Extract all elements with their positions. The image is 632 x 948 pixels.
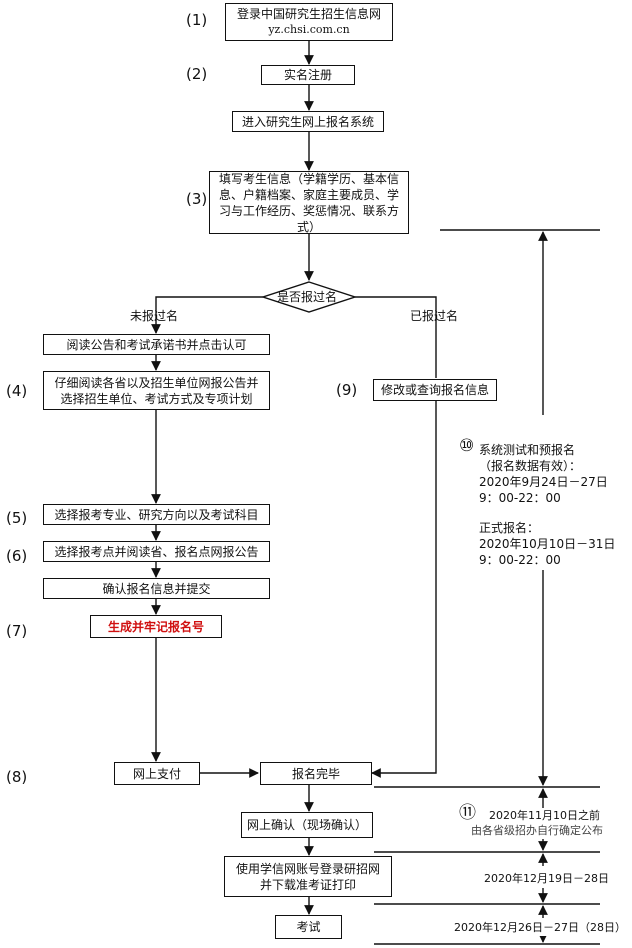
read-provinces-box: 仔细阅读各省以及招生单位网报公告并选择招生单位、考试方式及专项计划 xyxy=(43,371,270,410)
online-confirm-label: 网上确认（现场确认） xyxy=(246,818,367,832)
login-url: yz.chsi.com.cn xyxy=(268,23,350,36)
step-number-9: (9) xyxy=(336,381,358,399)
enter-system-box: 进入研究生网上报名系统 xyxy=(232,111,384,132)
ticket-date: 2020年12月19日－28日 xyxy=(484,871,609,887)
pay-online-label: 网上支付 xyxy=(132,766,181,781)
confirm-submit-label: 确认报名信息并提交 xyxy=(102,581,211,596)
step-number-10: ⑩ xyxy=(459,436,475,456)
login-box: 登录中国研究生招生信息网 yz.chsi.com.cn xyxy=(225,3,393,41)
enter-system-label: 进入研究生网上报名系统 xyxy=(241,114,374,129)
done-label: 报名完毕 xyxy=(291,766,340,781)
step-number-11: ⑪ xyxy=(459,803,476,823)
formal-date: 2020年10月10日－31日 xyxy=(479,537,616,551)
exam-label: 考试 xyxy=(296,920,321,934)
select-major-box: 选择报考专业、研究方向以及考试科目 xyxy=(43,504,270,525)
select-site-label: 选择报考点并阅读省、报名点网报公告 xyxy=(54,544,259,559)
register-label: 实名注册 xyxy=(283,68,332,82)
fill-info-box: 填写考生信息（学籍学历、基本信息、户籍档案、家庭主要成员、学习与工作经历、奖惩情… xyxy=(209,171,409,234)
step-number-7: (7) xyxy=(6,622,28,640)
online-confirm-box: 网上确认（现场确认） xyxy=(241,812,373,838)
generate-number-box: 生成并牢记报名号 xyxy=(90,615,222,638)
fill-info-label: 填写考生信息（学籍学历、基本信息、户籍档案、家庭主要成员、学习与工作经历、奖惩情… xyxy=(218,171,399,234)
confirm-date: 2020年11月10日之前 xyxy=(489,808,600,824)
modify-info-box: 修改或查询报名信息 xyxy=(373,379,497,401)
test-date: 2020年9月24日－27日 xyxy=(479,475,608,489)
confirm-submit-box: 确认报名信息并提交 xyxy=(43,578,270,599)
test-title: 系统测试和预报名 xyxy=(479,443,576,457)
pay-online-box: 网上支付 xyxy=(114,762,200,785)
step-number-8: (8) xyxy=(6,768,28,786)
login-title: 登录中国研究生招生信息网 xyxy=(236,7,381,21)
branch-no-label: 未报过名 xyxy=(130,309,179,323)
read-notice-box: 阅读公告和考试承诺书并点击认可 xyxy=(43,334,270,355)
step-number-3: (3) xyxy=(186,190,208,208)
register-box: 实名注册 xyxy=(261,65,355,85)
select-major-label: 选择报考专业、研究方向以及考试科目 xyxy=(54,507,259,522)
step-number-1: (1) xyxy=(186,11,208,29)
confirm-note: 由各省级招办自行确定公布 xyxy=(471,823,603,839)
select-site-box: 选择报考点并阅读省、报名点网报公告 xyxy=(43,541,270,562)
generate-number-label: 生成并牢记报名号 xyxy=(107,619,204,634)
test-time: 9：00-22：00 xyxy=(479,491,561,505)
decision-label: 是否报过名 xyxy=(277,290,338,304)
formal-time: 9：00-22：00 xyxy=(479,553,561,567)
done-box: 报名完毕 xyxy=(260,762,372,785)
read-notice-label: 阅读公告和考试承诺书并点击认可 xyxy=(66,337,247,352)
exam-box: 考试 xyxy=(275,915,342,939)
step-number-6: (6) xyxy=(6,547,28,565)
step-number-5: (5) xyxy=(6,509,28,527)
step-number-4: (4) xyxy=(6,382,28,400)
test-note: （报名数据有效）： xyxy=(479,459,582,473)
download-ticket-box: 使用学信网账号登录研招网并下载准考证打印 xyxy=(224,856,392,897)
formal-title: 正式报名： xyxy=(479,521,540,535)
modify-info-label: 修改或查询报名信息 xyxy=(380,383,489,397)
exam-date: 2020年12月26日－27日（28日） xyxy=(454,920,626,936)
read-provinces-label: 仔细阅读各省以及招生单位网报公告并选择招生单位、考试方式及专项计划 xyxy=(54,375,259,406)
step-number-2: (2) xyxy=(186,65,208,83)
download-ticket-label: 使用学信网账号登录研招网并下载准考证打印 xyxy=(235,861,380,892)
branch-yes-label: 已报过名 xyxy=(410,309,459,323)
